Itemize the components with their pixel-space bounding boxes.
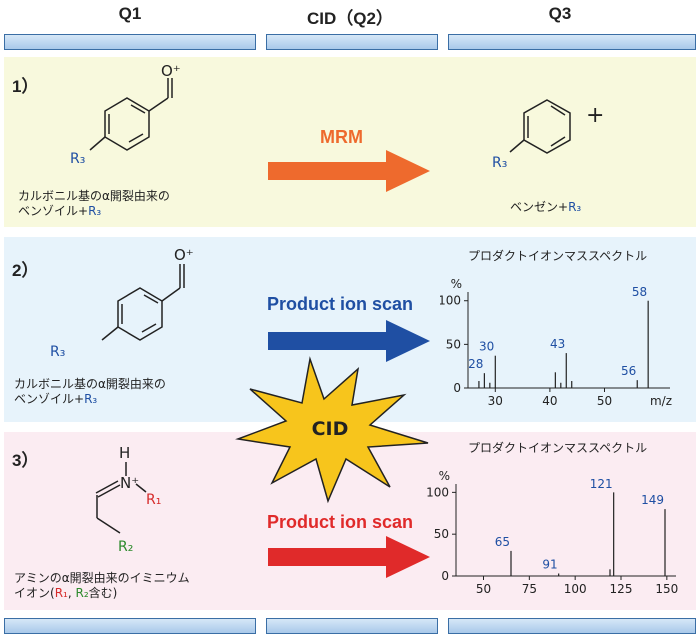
row3-iminium-structure: H N⁺ R₁ R₂ (95, 444, 161, 555)
spec2-x-tick-label: 150 (655, 582, 678, 596)
spec2-y-tick-label: 50 (434, 527, 449, 541)
row1-caption: カルボニル基のα開裂由来の ベンゾイル+R₃ (18, 189, 170, 219)
row2-caption-line1: カルボニル基のα開裂由来の (14, 377, 166, 391)
q3-header: Q3 (548, 4, 572, 23)
row2-arrow-label: Product ion scan (267, 294, 414, 314)
spec1-x-tick-label: 50 (597, 394, 612, 408)
spec1-peak-label: 43 (550, 337, 565, 351)
row1-o-plus: O⁺ (161, 62, 181, 80)
row3-spectrum-title: プロダクトイオンマススペクトル (468, 441, 648, 455)
spec2-peak-label: 91 (542, 557, 557, 571)
cid-bottom-bar (266, 618, 438, 634)
spec1-x-unit: m/z (650, 394, 672, 408)
spec1-x-tick-label: 30 (488, 394, 503, 408)
spec1-y-tick-label: 50 (446, 337, 461, 351)
q1-bottom-bar (4, 618, 256, 634)
row1-panel (4, 57, 696, 227)
row3-r1-label: R₁ (146, 492, 161, 508)
spec2-peak-label: 65 (495, 535, 510, 549)
row3-n-plus-label: N⁺ (120, 474, 139, 492)
row1-caption-line1: カルボニル基のα開裂由来の (18, 189, 170, 203)
row3-number: 3） (12, 451, 39, 470)
row2-benzoyl-structure: O⁺ R₃ (50, 246, 194, 360)
row3-spectrum-chart: % 0 50 100 50 75 100 125 150 65 91 121 149 (426, 469, 678, 596)
row1-product-caption-text: ベンゼン+ (510, 200, 569, 214)
cid-burst-shape (235, 356, 429, 504)
row1-benzene-cation-structure: + R₃ (492, 99, 604, 171)
spec1-peak-label: 58 (632, 285, 647, 299)
cid-top-bar (266, 34, 438, 50)
row1-caption-line2: ベンゾイル+ (18, 204, 89, 218)
spec1-y-tick-label: 100 (440, 294, 461, 308)
row2-spectrum-chart: % 0 50 100 30 40 50 m/z 28 30 43 56 58 (440, 277, 672, 408)
row3-caption-sep: , (67, 586, 76, 600)
row1-arrow-label: MRM (320, 127, 363, 147)
row3-scan-arrow (268, 536, 430, 578)
q1-top-bar (4, 34, 256, 50)
spec2-x-tick-label: 75 (522, 582, 537, 596)
row2-caption-line2: ベンゾイル+ (14, 392, 85, 406)
spec2-y-tick-label: 100 (426, 485, 449, 499)
spec2-peak-label: 149 (641, 493, 664, 507)
row1-benzoyl-structure: O⁺ R₃ (70, 62, 181, 167)
spec1-y-tick-label: 0 (453, 381, 461, 395)
spec2-x-tick-label: 50 (476, 582, 491, 596)
row3-arrow-label: Product ion scan (267, 512, 414, 532)
row2-number: 2） (12, 261, 39, 280)
row1-mrm-arrow (268, 150, 430, 192)
row2-caption: カルボニル基のα開裂由来の ベンゾイル+R₃ (14, 377, 166, 407)
cid-q2-header: CID（Q2） (307, 9, 393, 28)
cid-burst: CID (235, 356, 429, 504)
row3-caption-r1: R₁ (54, 586, 68, 600)
row3-caption: アミンのα開裂由来のイミニウム イオン(R₁, R₂含む) (14, 571, 190, 601)
spec2-y-unit: % (439, 469, 450, 483)
spec2-x-tick-label: 125 (610, 582, 633, 596)
spec1-peak-label: 30 (479, 340, 494, 354)
q1-header: Q1 (118, 4, 142, 23)
spec2-y-tick-label: 0 (441, 569, 449, 583)
row2-caption-r3: R₃ (84, 392, 98, 406)
spec2-peak-label: 121 (590, 477, 613, 491)
cid-burst-label: CID (312, 418, 349, 440)
q3-bottom-bar (448, 618, 696, 634)
spec1-y-unit: % (451, 277, 462, 291)
row1-right-r3: R₃ (492, 155, 507, 171)
spec2-x-tick-label: 100 (564, 582, 587, 596)
row1-cation-plus: + (586, 103, 604, 128)
row3-caption-post: 含む) (88, 586, 118, 600)
row3-caption-r2: R₂ (75, 586, 89, 600)
row2-o-plus: O⁺ (174, 246, 194, 264)
spec1-x-tick-label: 40 (542, 394, 557, 408)
q3-top-bar (448, 34, 696, 50)
row1-caption-r3: R₃ (88, 204, 102, 218)
spec1-peak-label: 56 (621, 364, 636, 378)
row2-scan-arrow (268, 320, 430, 362)
row2-spectrum-title: プロダクトイオンマススペクトル (468, 249, 648, 263)
row3-caption-line1: アミンのα開裂由来のイミニウム (14, 571, 190, 585)
row3-r2-label: R₂ (118, 539, 133, 555)
row1-product-caption: ベンゼン+R₃ (510, 200, 581, 215)
row1-number: 1） (12, 77, 39, 96)
row3-h-label: H (119, 444, 130, 462)
spec1-peak-label: 28 (468, 357, 483, 371)
row1-left-r3: R₃ (70, 151, 85, 167)
row2-left-r3: R₃ (50, 344, 65, 360)
row1-product-r3: R₃ (568, 200, 582, 214)
row3-caption-pre: イオン( (14, 586, 55, 600)
